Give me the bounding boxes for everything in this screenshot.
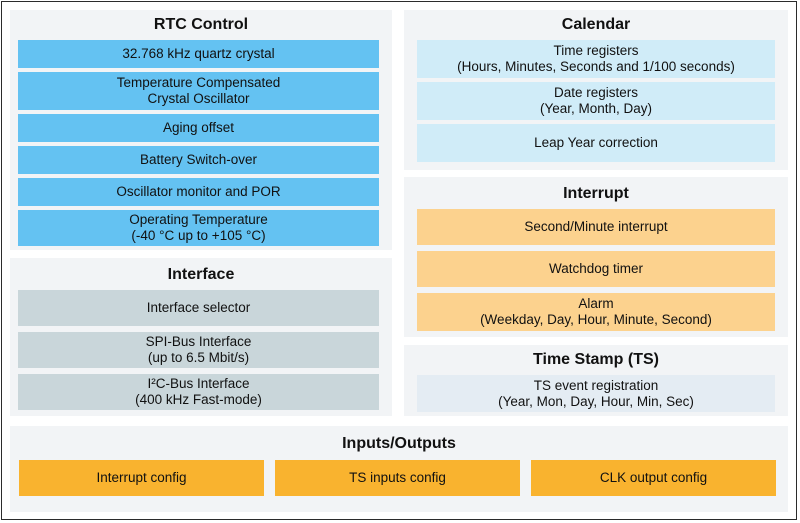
clk-output-config-block: CLK output config [531,460,776,496]
interrupt-config-block: Interrupt config [19,460,264,496]
spi-bus-block: SPI-Bus Interface (up to 6.5 Mbit/s) [18,332,379,368]
time-registers-block: Time registers (Hours, Minutes, Seconds … [417,40,775,78]
i2c-bus-block: I²C-Bus Interface (400 kHz Fast-mode) [18,374,379,410]
interrupt-title: Interrupt [563,185,629,202]
ts-event-registration-block: TS event registration (Year, Mon, Day, H… [417,375,775,412]
leap-year-block: Leap Year correction [417,124,775,162]
aging-offset-block: Aging offset [18,114,379,142]
interface-selector-block: Interface selector [18,290,379,326]
inputs-outputs-panel: Inputs/Outputs Interrupt config TS input… [10,426,788,512]
alarm-block: Alarm (Weekday, Day, Hour, Minute, Secon… [417,293,775,331]
operating-temperature-block: Operating Temperature (-40 °C up to +105… [18,210,379,246]
tcxo-block: Temperature Compensated Crystal Oscillat… [18,72,379,110]
interface-title: Interface [167,266,235,283]
interface-panel: Interface Interface selector SPI-Bus Int… [10,258,392,416]
battery-switchover-block: Battery Switch-over [18,146,379,174]
second-minute-interrupt-block: Second/Minute interrupt [417,209,775,245]
quartz-crystal-block: 32.768 kHz quartz crystal [18,40,379,68]
watchdog-timer-block: Watchdog timer [417,251,775,287]
ts-inputs-config-block: TS inputs config [275,460,520,496]
calendar-panel: Calendar Time registers (Hours, Minutes,… [404,10,788,170]
time-stamp-panel: Time Stamp (TS) TS event registration (Y… [404,345,788,416]
rtc-control-panel: RTC Control 32.768 kHz quartz crystal Te… [10,10,392,250]
date-registers-block: Date registers (Year, Month, Day) [417,82,775,120]
oscillator-monitor-block: Oscillator monitor and POR [18,178,379,206]
calendar-title: Calendar [561,16,631,33]
time-stamp-title: Time Stamp (TS) [533,351,659,368]
inputs-outputs-title: Inputs/Outputs [342,435,456,452]
rtc-control-title: RTC Control [153,16,249,33]
interrupt-panel: Interrupt Second/Minute interrupt Watchd… [404,177,788,337]
